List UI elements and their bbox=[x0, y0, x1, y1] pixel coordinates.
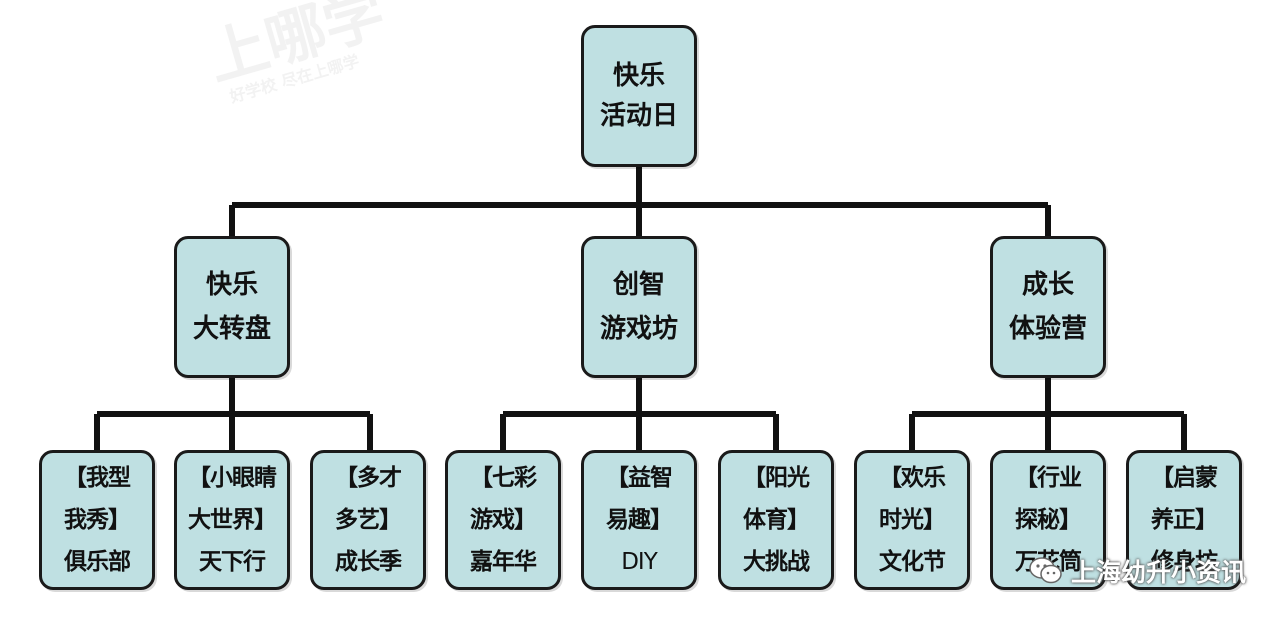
leaf-3-2-line-2: 探秘】 bbox=[1015, 507, 1082, 533]
wechat-icon bbox=[1029, 557, 1063, 585]
leaf-1-1-line-3: 俱乐部 bbox=[64, 549, 131, 575]
leaf-1-2-line-3: 天下行 bbox=[199, 549, 266, 575]
leaf-node-2-3: 【阳光 体育】 大挑战 bbox=[718, 450, 834, 590]
leaf-2-3-line-1: 【阳光 bbox=[743, 465, 810, 491]
root-line-2: 活动日 bbox=[599, 101, 678, 131]
leaf-2-3-line-2: 体育】 bbox=[743, 507, 810, 533]
leaf-2-2-line-3: DIY bbox=[621, 549, 658, 575]
leaf-node-2-2: 【益智 易趣】 DIY bbox=[581, 450, 697, 590]
leaf-2-1-line-3: 嘉年华 bbox=[470, 549, 537, 575]
branch-node-2: 创智 游戏坊 bbox=[581, 236, 697, 378]
leaf-2-3-line-3: 大挑战 bbox=[743, 549, 810, 575]
root-line-1: 快乐 bbox=[612, 61, 665, 91]
leaf-node-1-1: 【我型 我秀】 俱乐部 bbox=[39, 450, 155, 590]
leaf-node-1-3: 【多才 多艺】 成长季 bbox=[310, 450, 426, 590]
root-node: 快乐 活动日 bbox=[581, 25, 697, 167]
leaf-3-3-line-1: 【启蒙 bbox=[1151, 465, 1218, 491]
connector-branch-2 bbox=[500, 378, 779, 450]
leaf-node-3-3: 【启蒙 养正】 修身坊 bbox=[1126, 450, 1242, 590]
branch-1-line-1: 快乐 bbox=[205, 270, 258, 300]
branch-node-1: 快乐 大转盘 bbox=[174, 236, 290, 378]
branch-3-line-2: 体验营 bbox=[1008, 314, 1087, 344]
account-badge: 上海幼升小资讯 bbox=[1029, 553, 1246, 589]
leaf-node-3-1: 【欢乐 时光】 文化节 bbox=[854, 450, 970, 590]
leaf-1-1-line-1: 【我型 bbox=[64, 465, 131, 491]
branch-2-line-1: 创智 bbox=[612, 270, 665, 300]
account-name: 上海幼升小资讯 bbox=[1070, 558, 1246, 587]
leaf-node-2-1: 【七彩 游戏】 嘉年华 bbox=[445, 450, 561, 590]
leaf-3-1-line-2: 时光】 bbox=[879, 507, 946, 533]
leaf-2-2-line-2: 易趣】 bbox=[606, 507, 673, 533]
leaf-1-3-line-1: 【多才 bbox=[335, 465, 402, 491]
branch-2-line-2: 游戏坊 bbox=[599, 314, 678, 344]
connector-root bbox=[229, 165, 1051, 238]
leaf-3-2-line-1: 【行业 bbox=[1015, 465, 1082, 491]
leaf-3-3-line-3: 修身坊 bbox=[1151, 549, 1218, 575]
connector-branch-1 bbox=[94, 378, 373, 450]
branch-1-line-2: 大转盘 bbox=[192, 314, 271, 344]
branch-node-3: 成长 体验营 bbox=[990, 236, 1106, 378]
leaf-1-3-line-3: 成长季 bbox=[335, 549, 402, 575]
connector-branch-3 bbox=[909, 378, 1187, 450]
branch-3-line-1: 成长 bbox=[1021, 270, 1074, 300]
leaf-2-1-line-1: 【七彩 bbox=[470, 465, 537, 491]
leaf-1-1-line-2: 我秀】 bbox=[64, 507, 131, 533]
leaf-3-1-line-1: 【欢乐 bbox=[879, 465, 946, 491]
leaf-2-1-line-2: 游戏】 bbox=[470, 507, 537, 533]
leaf-3-1-line-3: 文化节 bbox=[879, 549, 946, 575]
leaf-3-3-line-2: 养正】 bbox=[1151, 507, 1218, 533]
leaf-1-3-line-2: 多艺】 bbox=[335, 507, 402, 533]
leaf-1-2-line-2: 大世界】 bbox=[188, 507, 277, 533]
leaf-1-2-line-1: 【小眼睛 bbox=[188, 465, 277, 491]
leaf-2-2-line-1: 【益智 bbox=[606, 465, 673, 491]
leaf-node-1-2: 【小眼睛 大世界】 天下行 bbox=[174, 450, 290, 590]
